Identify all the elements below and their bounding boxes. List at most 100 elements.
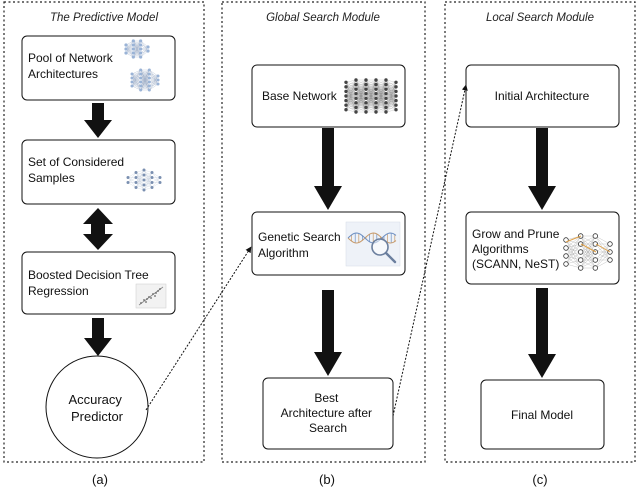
icon-edge [149, 69, 159, 77]
icon-edge [345, 89, 357, 110]
icon-edge [565, 235, 581, 249]
icon-edge [135, 169, 145, 178]
icon-edge [365, 93, 377, 99]
icon-node [139, 51, 143, 55]
icon-edge [385, 95, 397, 113]
icon-edge [365, 107, 377, 113]
icon-edge [365, 98, 377, 104]
icon-edge [385, 79, 397, 106]
icon-edge [143, 174, 153, 183]
icon-edge [127, 172, 137, 178]
icon-edge [375, 79, 387, 90]
grow-prune-label: Grow and Prune Algorithms (SCANN, NeST) [472, 227, 563, 271]
icon-edge [345, 93, 357, 101]
icon-node [139, 47, 143, 51]
icon-node [134, 181, 138, 184]
icon-node [131, 47, 135, 51]
icon-node [394, 94, 398, 98]
icon-node [384, 110, 388, 114]
icon-edge [375, 98, 387, 108]
grow-label-line-3: (SCANN, NeST) [472, 257, 559, 271]
panel-c-caption: (c) [532, 472, 547, 487]
icon-edge [365, 79, 377, 94]
icon-edge [355, 102, 367, 108]
predictor-label-line-2: Predictor [71, 409, 124, 424]
icon-edge [355, 102, 367, 113]
icon-edge [375, 84, 387, 94]
icon-edge [345, 100, 357, 104]
icon-edge [595, 251, 611, 269]
icon-edge [385, 82, 397, 85]
arrow-grow-to-final [528, 288, 556, 378]
icon-edge [375, 79, 387, 99]
icon-edge [131, 69, 141, 87]
icon-node [577, 257, 584, 263]
panel-a-title: The Predictive Model [50, 12, 158, 24]
icon-edge [140, 46, 149, 58]
icon-edge [365, 88, 377, 99]
icon-node [147, 72, 151, 76]
icon-edge [345, 104, 357, 108]
icon-node [139, 55, 143, 59]
icon-edge [385, 91, 397, 108]
icon-edge [345, 88, 357, 92]
pool-label-line-1: Pool of Network [28, 51, 114, 65]
arrow-genetic-to-best [314, 290, 342, 376]
scatter-dot [140, 302, 142, 304]
icon-edge [143, 172, 153, 181]
icon-node [344, 80, 348, 84]
icon-node [147, 80, 151, 84]
icon-edge [345, 98, 357, 106]
predictor-circle [45, 355, 149, 459]
icon-edge [365, 98, 377, 113]
icon-edge [365, 79, 377, 90]
grow-label-line-2: Algorithms [472, 242, 529, 256]
icon-edge [133, 40, 141, 58]
icon-edge [355, 84, 367, 94]
icon-node [156, 78, 160, 82]
icon-edge [345, 95, 357, 113]
dense-network-icon [344, 78, 398, 114]
icon-edge [365, 79, 377, 113]
icon-node [384, 92, 388, 96]
icon-edge [385, 82, 397, 99]
icon-edge [143, 177, 153, 186]
grown-edge [580, 243, 597, 253]
icon-edge [345, 91, 357, 108]
icon-edge [149, 75, 159, 91]
icon-node [364, 87, 368, 91]
icon-edge [355, 107, 367, 113]
icon-edge [355, 93, 367, 99]
icon-edge [385, 98, 397, 101]
icon-edge [355, 79, 367, 103]
icon-node [394, 103, 398, 107]
icon-edge [345, 79, 357, 110]
icon-node [384, 105, 388, 110]
icon-edge [345, 79, 357, 88]
icon-edge [365, 93, 377, 108]
icon-edge [140, 81, 150, 91]
icon-node [344, 89, 348, 94]
icon-edge [355, 89, 367, 108]
icon-edge [127, 182, 137, 188]
icon-edge [365, 79, 377, 94]
icon-edge [365, 93, 377, 108]
icon-edge [375, 102, 387, 108]
icon-edge [135, 172, 145, 186]
arrow-samples-boosted-double [83, 208, 113, 250]
icon-edge [385, 107, 397, 110]
icon-edge [385, 84, 397, 110]
icon-node [146, 49, 150, 53]
icon-edge [385, 84, 397, 88]
icon-edge [140, 73, 150, 91]
samples-label-line-1: Set of Considered [28, 155, 124, 169]
scatter-dot [159, 288, 161, 290]
icon-node [354, 82, 358, 87]
icon-edge [385, 95, 397, 104]
icon-edge [365, 88, 377, 94]
icon-edge [355, 102, 367, 113]
icon-edge [375, 84, 387, 99]
icon-edge [345, 84, 357, 106]
icon-edge [345, 91, 357, 113]
